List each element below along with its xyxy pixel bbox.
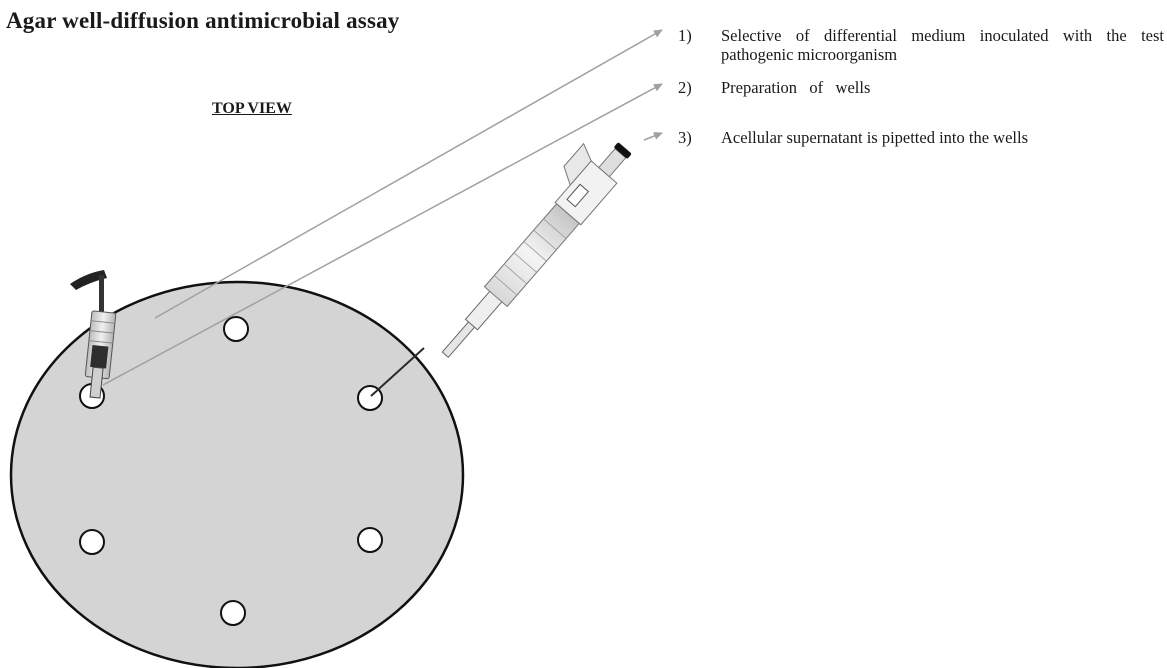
well bbox=[80, 530, 104, 554]
well bbox=[358, 528, 382, 552]
well bbox=[221, 601, 245, 625]
arrow-step-3 bbox=[644, 133, 662, 140]
well bbox=[224, 317, 248, 341]
petri-plate bbox=[11, 282, 463, 668]
